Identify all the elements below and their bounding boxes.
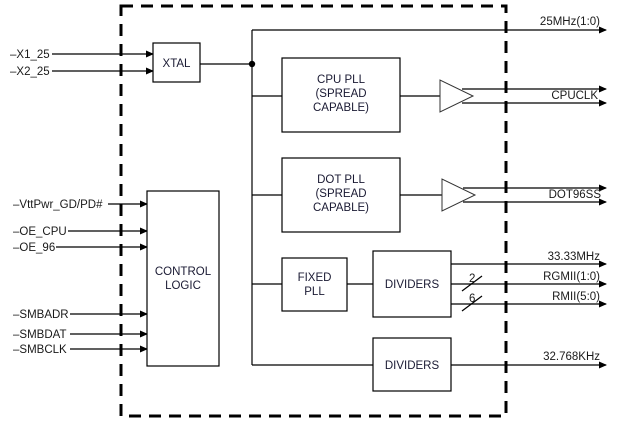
xtal-block: XTAL (152, 42, 201, 83)
output-label-rgmii: RGMII(1:0) (543, 271, 600, 283)
dot-pll-label-3: CAPABLE) (313, 202, 369, 214)
output-label-dot96ss: DOT96SS (549, 189, 602, 201)
output-label-25mhz: 25MHz(1:0) (540, 16, 600, 28)
fixed-pll-label-1: FIXED (298, 272, 332, 284)
dividers-label-1: DIVIDERS (385, 279, 440, 291)
input-smbadr: –SMBADR (13, 309, 148, 321)
cpu-pll-block: CPU PLL (SPREAD CAPABLE) (281, 57, 401, 133)
control-logic-label-2: LOGIC (165, 280, 201, 292)
input-label-smbclk: –SMBCLK (13, 344, 67, 356)
dot-pll-block: DOT PLL (SPREAD CAPABLE) (281, 157, 401, 233)
input-label-vttpwr: –VttPwr_GD/PD# (13, 199, 103, 211)
output-label-32khz: 32.768KHz (543, 351, 600, 363)
bus-width-rmii: 6 (469, 293, 475, 305)
cpu-pll-label-3: CAPABLE) (313, 102, 369, 114)
bus-slash-rmii (461, 295, 483, 312)
dividers-block-1: DIVIDERS (372, 250, 452, 318)
dot-pll-label-2: (SPREAD (315, 188, 366, 200)
dividers-label-2: DIVIDERS (385, 360, 440, 372)
chip-boundary (119, 4, 508, 418)
input-label-oe-96: –OE_96 (13, 242, 55, 254)
input-smbdat: –SMBDAT (13, 329, 148, 341)
input-smbclk: –SMBCLK (13, 344, 148, 356)
control-logic-label-1: CONTROL (155, 266, 212, 278)
bus-slash-rgmii (461, 275, 483, 292)
dot-buffer-icon (441, 178, 477, 212)
input-oe-cpu: –OE_CPU (13, 226, 148, 238)
input-label-x2: –X2_25 (10, 66, 50, 78)
fixed-pll-block: FIXED PLL (281, 257, 348, 312)
cpu-pll-label-1: CPU PLL (317, 74, 366, 86)
input-label-oe-cpu: –OE_CPU (13, 226, 67, 238)
dot-pll-label-1: DOT PLL (317, 174, 365, 186)
bus-width-rgmii: 2 (469, 273, 475, 285)
cpu-pll-label-2: (SPREAD (315, 88, 366, 100)
xtal-label: XTAL (163, 58, 192, 70)
input-x2: –X2_25 (10, 66, 154, 78)
input-label-x1: –X1_25 (10, 49, 50, 61)
cpu-buffer-icon (439, 79, 475, 113)
input-x1: –X1_25 (10, 49, 154, 61)
input-vttpwr: –VttPwr_GD/PD# (13, 199, 148, 211)
output-label-cpuclk: CPUCLK (551, 90, 598, 102)
fixed-pll-label-2: PLL (304, 286, 325, 298)
dividers-block-2: DIVIDERS (372, 337, 452, 392)
input-oe-96: –OE_96 (13, 242, 148, 254)
input-label-smbadr: –SMBADR (13, 309, 69, 321)
control-logic-block: CONTROL LOGIC (146, 190, 220, 367)
input-label-smbdat: –SMBDAT (13, 329, 66, 341)
output-label-rmii: RMII(5:0) (552, 291, 600, 303)
output-label-33mhz: 33.33MHz (548, 251, 601, 263)
